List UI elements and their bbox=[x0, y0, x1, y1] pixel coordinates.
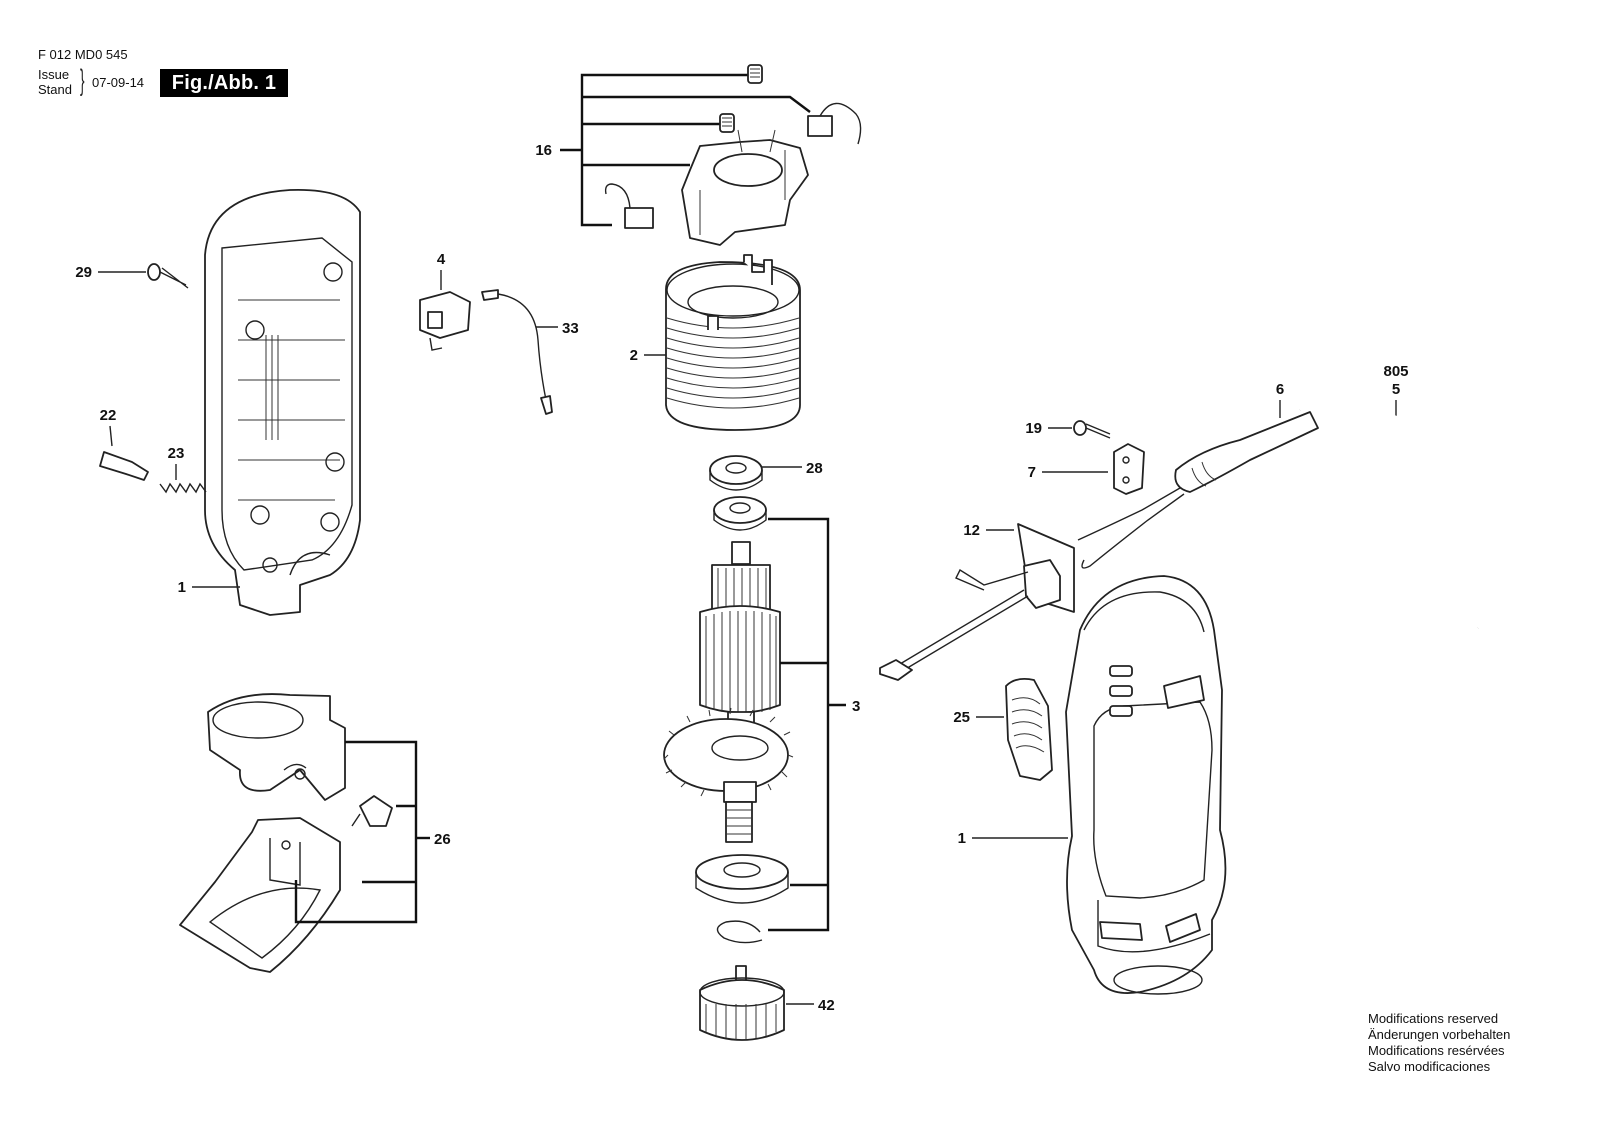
issue-brace: } bbox=[80, 64, 85, 97]
callout-25: 25 bbox=[953, 709, 970, 726]
tool-housing bbox=[1065, 575, 1227, 995]
pin-22 bbox=[99, 451, 149, 481]
armature bbox=[699, 541, 781, 749]
bearing-upper bbox=[713, 496, 767, 531]
footer-note-de: Änderungen vorbehalten bbox=[1368, 1027, 1511, 1042]
field-coil bbox=[665, 254, 801, 431]
footer-note-es: Salvo modificaciones bbox=[1368, 1059, 1491, 1074]
switch bbox=[419, 291, 471, 351]
callout-29: 29 bbox=[75, 264, 92, 281]
guide-base bbox=[179, 817, 341, 973]
issue-date: 07-09-14 bbox=[92, 75, 145, 90]
guide-ring bbox=[207, 693, 346, 801]
housing-half-left bbox=[204, 188, 361, 616]
callout-22: 22 bbox=[100, 407, 117, 424]
callout-26: 26 bbox=[434, 831, 451, 848]
issue-label: Issue bbox=[38, 67, 70, 82]
footer-note-fr: Modifications resérvées bbox=[1368, 1043, 1505, 1058]
callout-1-housing: 1 bbox=[178, 579, 186, 596]
cord-clip bbox=[1113, 443, 1145, 495]
spring-23 bbox=[159, 482, 207, 494]
stand-label: Stand bbox=[38, 82, 72, 97]
callout-12: 12 bbox=[963, 522, 980, 539]
callout-42: 42 bbox=[818, 997, 835, 1014]
callout-4: 4 bbox=[437, 251, 446, 268]
knob-screw bbox=[351, 795, 393, 827]
bearing-28 bbox=[709, 455, 763, 491]
electronics-module bbox=[879, 523, 1075, 681]
screw-19 bbox=[1073, 420, 1111, 439]
document-number: F 012 MD0 545 bbox=[38, 47, 128, 62]
retaining-ring bbox=[716, 920, 763, 944]
footer-note-en: Modifications reserved bbox=[1368, 1011, 1499, 1026]
callout-805: 805 bbox=[1383, 363, 1408, 380]
callout-19: 19 bbox=[1025, 420, 1042, 437]
connecting-lead bbox=[481, 289, 553, 415]
callout-2: 2 bbox=[630, 347, 638, 364]
bearing-lower bbox=[695, 854, 789, 904]
callout-16: 16 bbox=[535, 142, 552, 159]
callout-3: 3 bbox=[852, 698, 860, 715]
brush-holder-assembly bbox=[560, 64, 862, 246]
callout-33: 33 bbox=[562, 320, 579, 337]
power-cord bbox=[1077, 398, 1526, 631]
screw-29 bbox=[147, 263, 189, 289]
callout-5: 5 bbox=[1392, 381, 1400, 398]
fan bbox=[663, 707, 794, 843]
callout-23: 23 bbox=[168, 445, 185, 462]
figure-label: Fig./Abb. 1 bbox=[160, 69, 288, 97]
callout-1-tool: 1 bbox=[958, 830, 966, 847]
switch-button bbox=[1005, 677, 1053, 781]
gear-cap bbox=[699, 965, 785, 1041]
callout-6: 6 bbox=[1276, 381, 1284, 398]
callout-28: 28 bbox=[806, 460, 823, 477]
callout-7: 7 bbox=[1028, 464, 1036, 481]
